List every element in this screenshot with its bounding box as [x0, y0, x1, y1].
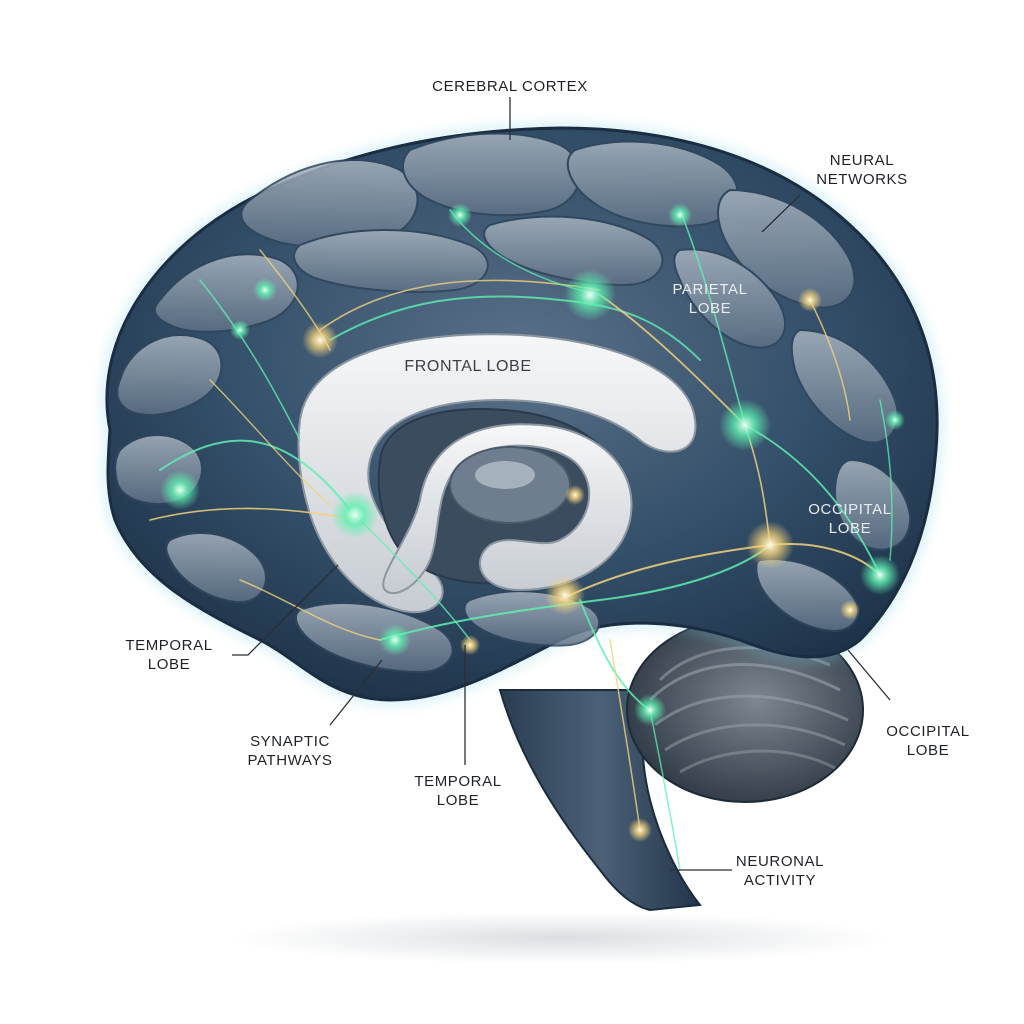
label-parietal-lobe: PARIETAL LOBE — [672, 281, 748, 317]
fornix — [382, 423, 633, 595]
label-temporal-lobe-left: TEMPORAL LOBE — [125, 637, 213, 673]
cortex-gyri — [114, 132, 912, 674]
label-neuronal-activity: NEURONAL ACTIVITY — [735, 853, 825, 889]
leader-lines — [232, 97, 891, 871]
cerebellum — [626, 617, 864, 803]
label-neural-networks: NEURAL NETWORKS — [816, 152, 908, 188]
label-temporal-lobe-bottom: TEMPORAL LOBE — [414, 773, 502, 809]
neuron-nodes — [160, 203, 905, 842]
ground-shadow — [230, 912, 890, 964]
label-synaptic-pathways: SYNAPTIC PATHWAYS — [247, 733, 333, 769]
label-occipital-lobe-outer: OCCIPITAL LOBE — [886, 723, 970, 759]
label-occipital-lobe-inner: OCCIPITAL LOBE — [808, 501, 892, 537]
label-frontal-lobe: FRONTAL LOBE — [404, 358, 532, 375]
label-cerebral-cortex: CEREBRAL CORTEX — [432, 78, 588, 95]
brain-stem — [498, 689, 702, 912]
